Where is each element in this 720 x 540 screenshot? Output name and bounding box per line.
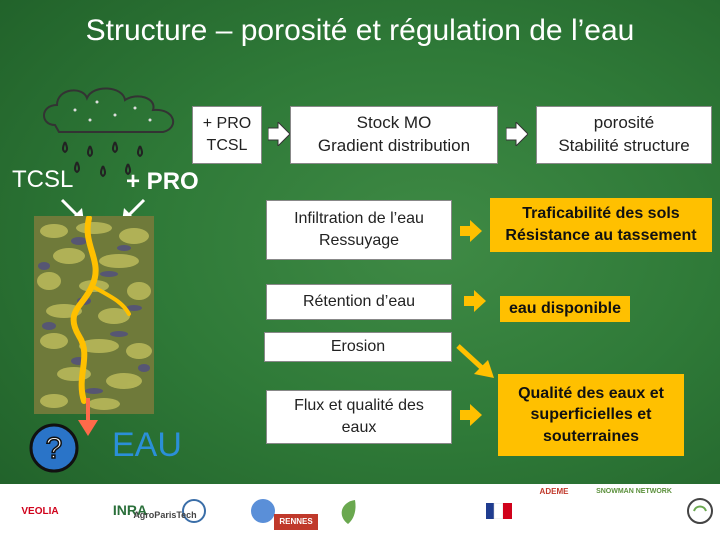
leaf-logo bbox=[328, 488, 368, 534]
arrow-right-retention bbox=[464, 290, 486, 312]
rain-cloud-icon bbox=[43, 87, 175, 178]
partner-logos-strip: VEOLIA INRA AgroParisTech RENNES ADEME S… bbox=[0, 484, 720, 540]
box-eau-disponible: eau disponible bbox=[500, 296, 630, 322]
soil-structure-image bbox=[34, 216, 154, 414]
eau-label: EAU bbox=[112, 426, 182, 464]
arrow-right-1 bbox=[268, 122, 290, 146]
ademe-logo: ADEME bbox=[539, 487, 569, 496]
inra-logo: INRA bbox=[112, 502, 148, 519]
arrow-right-2 bbox=[506, 122, 528, 146]
question-icon: ? bbox=[29, 423, 79, 473]
rennes-logo: RENNES bbox=[274, 514, 318, 530]
arrow-right-flux bbox=[460, 404, 482, 426]
round-logo-1 bbox=[180, 488, 208, 534]
pro-label: + PRO bbox=[126, 168, 199, 195]
republique-logo bbox=[484, 488, 514, 534]
agroparistech-logo: AgroParisTech bbox=[133, 510, 197, 521]
arrow-diagonal-erosion bbox=[456, 344, 494, 378]
box-retention: Rétention d’eau bbox=[266, 284, 452, 320]
svg-text:?: ? bbox=[46, 432, 63, 465]
round-logo-3 bbox=[684, 488, 716, 534]
water-down-arrow bbox=[78, 398, 98, 436]
snowman-logo: SNOWMAN NETWORK bbox=[596, 488, 672, 495]
tcsl-label: TCSL bbox=[12, 166, 74, 193]
round-logo-2 bbox=[248, 488, 278, 534]
slide-title: Structure – porosité et régulation de l’… bbox=[85, 14, 635, 47]
veolia-logo: VEOLIA bbox=[21, 505, 59, 517]
arrow-right-infiltration bbox=[460, 220, 482, 242]
box-erosion: Erosion bbox=[264, 332, 452, 362]
